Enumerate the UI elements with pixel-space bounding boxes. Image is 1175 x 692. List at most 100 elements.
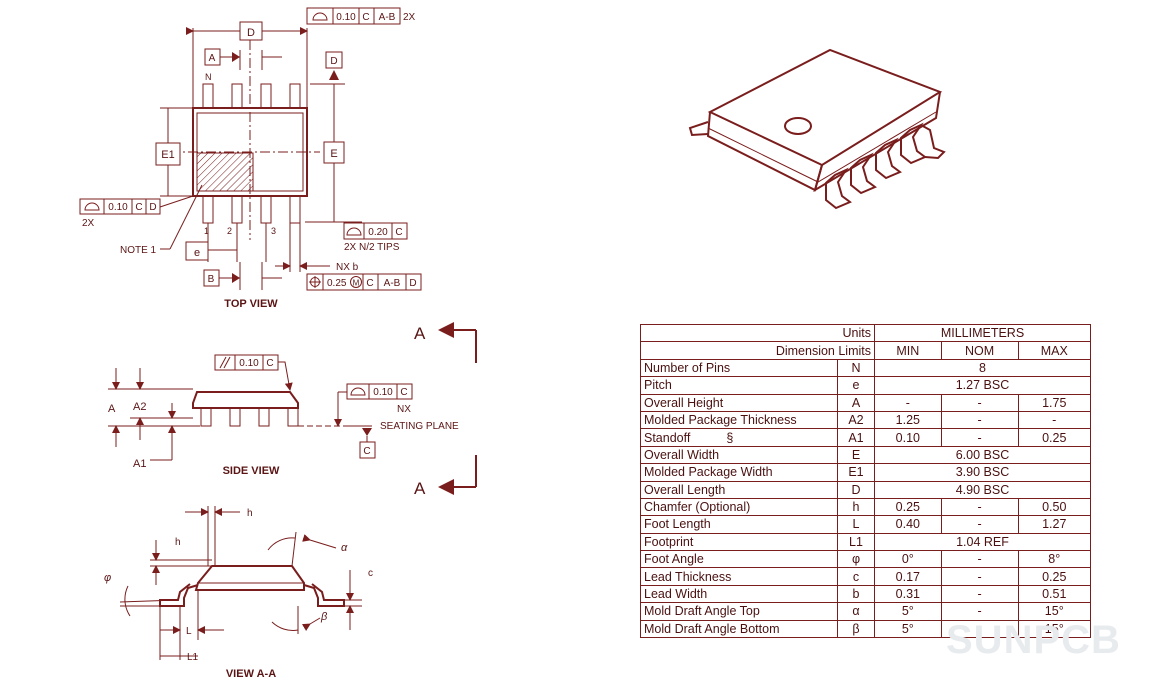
nom-header: NOM xyxy=(940,341,1019,360)
dim-D-label: D xyxy=(247,27,255,39)
row-name: Overall Width xyxy=(640,445,838,465)
phi-label: φ xyxy=(104,572,111,584)
row-name: Foot Length xyxy=(640,515,838,534)
svg-text:0.10: 0.10 xyxy=(336,12,356,23)
row-min: 5° xyxy=(874,602,942,621)
c-label: c xyxy=(368,568,373,579)
side-view-title: SIDE VIEW xyxy=(223,465,280,477)
svg-text:0.20: 0.20 xyxy=(368,227,388,238)
row-symbol: L xyxy=(837,515,875,534)
row-name: Foot Angle xyxy=(640,550,838,569)
row-symbol: φ xyxy=(837,550,875,569)
svg-text:C: C xyxy=(266,358,273,369)
row-name: Molded Package Thickness xyxy=(640,410,838,430)
L1-label: L1 xyxy=(187,652,199,663)
row-nom: - xyxy=(940,428,1019,447)
row-symbol: A1 xyxy=(837,428,875,447)
row-name: Lead Thickness xyxy=(640,567,838,586)
svg-text:D: D xyxy=(409,278,416,289)
datum-C-label: C xyxy=(363,446,370,457)
max-header: MAX xyxy=(1017,341,1092,360)
L-label: L xyxy=(186,626,192,637)
svg-text:C: C xyxy=(135,202,142,213)
row-symbol: D xyxy=(837,480,875,499)
pin1-hatch-area xyxy=(196,152,254,192)
row-min: 0° xyxy=(874,550,942,569)
row-value: 8 xyxy=(874,358,1091,378)
row-max: 0.25 xyxy=(1017,428,1092,447)
row-min: 0.25 xyxy=(874,497,942,517)
dim-A-label: A xyxy=(108,403,116,415)
row-value: 6.00 BSC xyxy=(874,445,1091,465)
row-name: Pitch xyxy=(640,376,838,395)
row-symbol: c xyxy=(837,567,875,586)
row-value: 3.90 BSC xyxy=(874,463,1091,482)
row-symbol: N xyxy=(837,358,875,378)
row-min: 0.31 xyxy=(874,584,942,604)
dim-e-label: e xyxy=(194,247,200,259)
pins-top-row xyxy=(202,83,301,109)
row-name: Footprint xyxy=(640,532,838,552)
package-3d-illustration xyxy=(688,48,946,210)
row-nom: - xyxy=(940,497,1019,517)
svg-text:A-B: A-B xyxy=(384,278,401,289)
view-aa: h h α β φ c L L1 VIEW A-A xyxy=(104,506,373,680)
section-A-top-label: A xyxy=(414,324,426,343)
table-header-limits: Dimension Limits MIN NOM MAX xyxy=(640,341,1092,360)
row-symbol: E1 xyxy=(837,463,875,482)
datum-D-label: D xyxy=(330,56,337,67)
row-min: 0.17 xyxy=(874,567,942,586)
row-max: 1.27 xyxy=(1017,515,1092,534)
row-symbol: A xyxy=(837,393,875,412)
note-1-label: NOTE 1 xyxy=(120,245,157,256)
svg-text:2X: 2X xyxy=(403,12,416,23)
row-max: 15° xyxy=(1017,619,1092,639)
row-name: Lead Width xyxy=(640,584,838,604)
row-nom: - xyxy=(940,515,1019,534)
h-top-label: h xyxy=(247,508,253,519)
fcf-position: 0.25 M C A-B D xyxy=(306,273,422,291)
section-A-bottom-label: A xyxy=(414,479,426,498)
row-nom: - xyxy=(940,584,1019,604)
pin-2-label: 2 xyxy=(227,226,232,236)
units-value: MILLIMETERS xyxy=(874,323,1091,343)
row-min: 0.10 xyxy=(874,428,942,447)
min-header: MIN xyxy=(874,341,942,360)
view-aa-title: VIEW A-A xyxy=(226,668,276,680)
row-name: Mold Draft Angle Top xyxy=(640,602,838,621)
row-max: - xyxy=(1017,410,1092,430)
row-name: Molded Package Width xyxy=(640,463,838,482)
pin-1-label: 1 xyxy=(204,226,209,236)
row-symbol: e xyxy=(837,376,875,395)
row-name: Overall Height xyxy=(640,393,838,412)
row-symbol: h xyxy=(837,497,875,517)
svg-text:0.25: 0.25 xyxy=(327,278,347,289)
row-name: Mold Draft Angle Bottom xyxy=(640,619,838,639)
datum-A-label: A xyxy=(209,53,216,64)
row-name: Standoff§ xyxy=(640,428,838,447)
fcf-top: 0.10 C A-B 2X xyxy=(306,7,416,25)
side-view: A A2 A1 0.10 C 0.10 C NX xyxy=(108,322,477,498)
dim-E1-label: E1 xyxy=(161,149,174,161)
top-view: D 0.10 C A-B 2X A N D E xyxy=(79,7,422,310)
h-left-label: h xyxy=(175,537,181,548)
row-min: - xyxy=(874,393,942,412)
row-min: 1.25 xyxy=(874,410,942,430)
beta-label: β xyxy=(320,611,328,623)
units-label: Units xyxy=(640,323,875,343)
row-max: 1.75 xyxy=(1017,393,1092,412)
fcf-tips: 0.20 C 2X N/2 TIPS xyxy=(343,222,408,253)
svg-text:0.10: 0.10 xyxy=(373,387,393,398)
standoff-note-mark: § xyxy=(726,430,734,445)
row-symbol: E xyxy=(837,445,875,465)
top-view-title: TOP VIEW xyxy=(224,298,278,310)
